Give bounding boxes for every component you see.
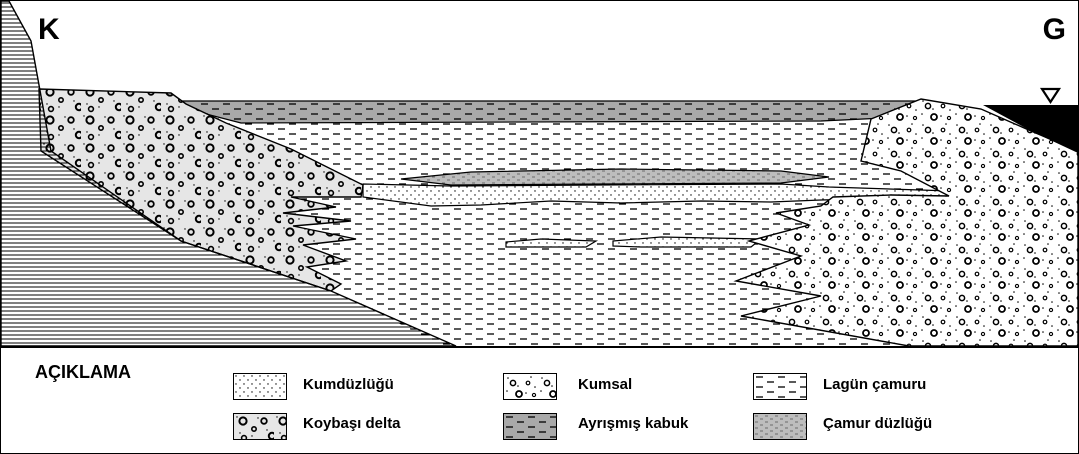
legend-label-sand-flat: Kumdüzlüğü: [303, 376, 394, 393]
legend-label-beach: Kumsal: [578, 376, 632, 393]
legend-swatch-beach: [503, 373, 557, 400]
legend-label-bayhead-delta: Koybaşı delta: [303, 415, 401, 432]
legend-title: AÇIKLAMA: [35, 362, 131, 383]
orientation-left-label: K: [38, 13, 60, 47]
orientation-right-label: G: [1043, 13, 1066, 47]
legend-swatch-lagoon-mud: [753, 373, 807, 400]
legend-swatch-mudflat: [753, 413, 807, 440]
weathered-crust: [179, 101, 931, 123]
legend-label-mudflat: Çamur düzlüğü: [823, 415, 932, 432]
legend-swatch-sand-flat: [233, 373, 287, 400]
legend-label-lagoon-mud: Lagün çamuru: [823, 376, 926, 393]
legend-label-weathered-crust: Ayrışmış kabuk: [578, 415, 688, 432]
legend-swatch-weathered-crust: [503, 413, 557, 440]
legend-swatch-bayhead-delta: [233, 413, 287, 440]
